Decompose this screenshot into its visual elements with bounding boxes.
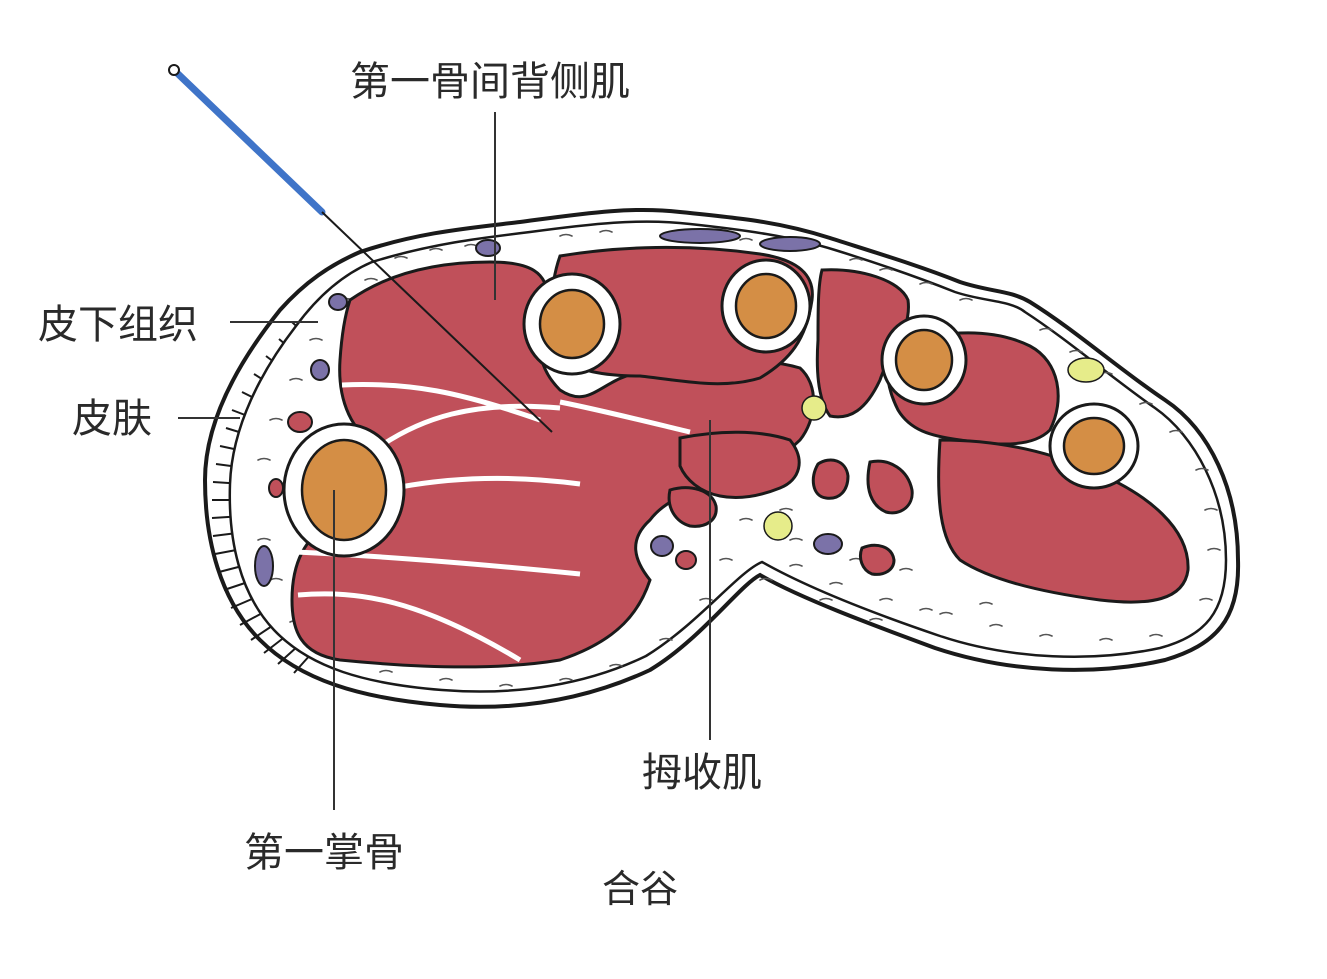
label-adductor-pollicis: 拇收肌 [642, 750, 762, 796]
label-first-dorsal-interosseous: 第一骨间背侧肌 [350, 59, 630, 105]
acupuncture-needle [168, 64, 553, 433]
label-subcutaneous-tissue: 皮下组织 [38, 302, 198, 348]
subcutaneous-texture [257, 229, 1221, 687]
muscle-fascicle-lines [295, 382, 691, 663]
label-skin: 皮肤 [72, 396, 152, 442]
thenar-muscle-d [678, 430, 801, 500]
small-muscle-island-1 [811, 458, 850, 500]
nerves [763, 357, 1105, 541]
small-muscle-island-3 [858, 543, 896, 576]
thenar-muscle-a [815, 268, 910, 419]
third-metacarpal-bone [720, 258, 812, 354]
label-first-metacarpal: 第一掌骨 [244, 830, 404, 876]
fourth-metacarpal-bone [880, 314, 968, 406]
figure-caption: 合谷 [602, 867, 678, 911]
small-muscle-island-2 [866, 459, 914, 515]
first-metacarpal-bone [282, 422, 406, 558]
fifth-metacarpal-bone [1048, 402, 1140, 490]
second-metacarpal-bone [522, 272, 622, 376]
arteries [268, 411, 697, 570]
